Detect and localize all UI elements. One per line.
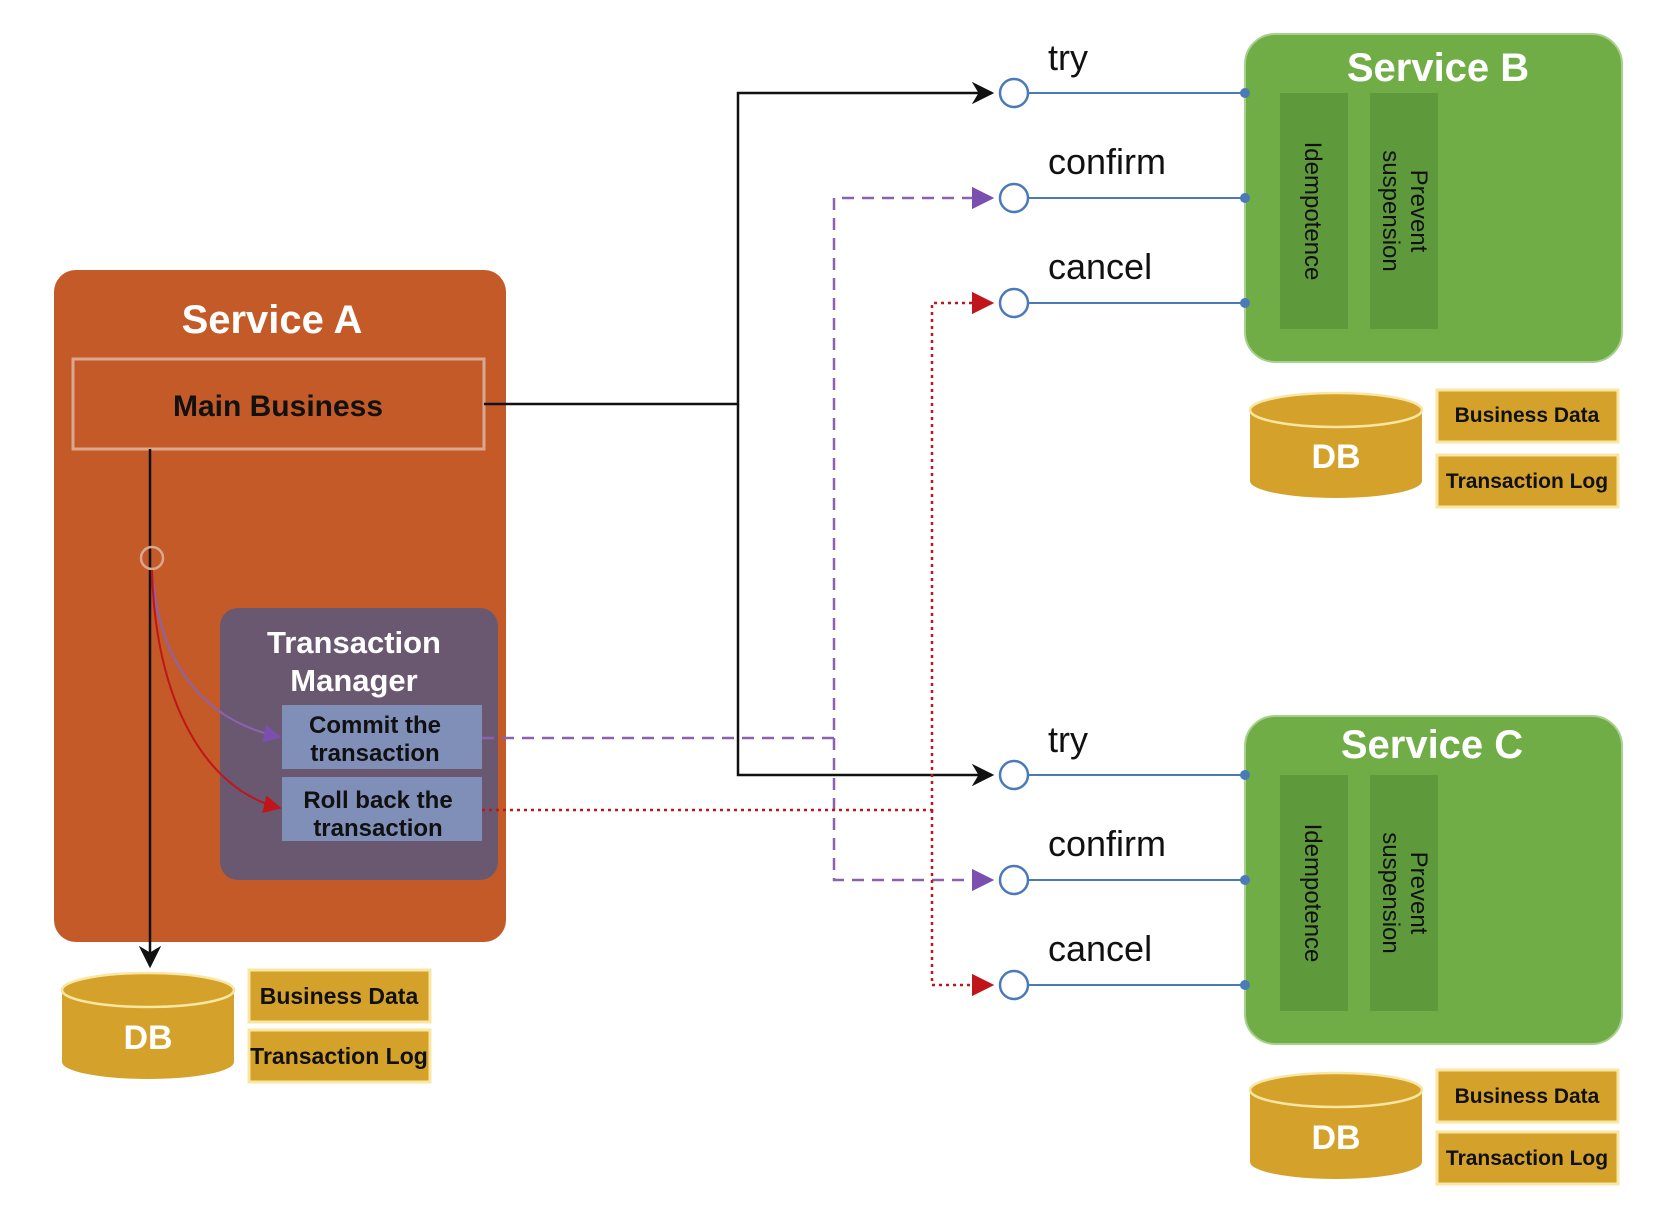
b-confirm-port — [998, 182, 1030, 214]
service-b-prevent-line1: Prevent — [1405, 170, 1432, 253]
b-try-label: try — [1048, 37, 1088, 78]
service-c: Service C Idempotence suspension Prevent — [1244, 715, 1623, 1045]
commit-line2: transaction — [310, 740, 439, 767]
service-c-prevent-line2: suspension — [1377, 832, 1404, 953]
db-c-business-data: Business Data — [1455, 1085, 1600, 1108]
db-a-business-data: Business Data — [260, 983, 419, 1009]
try-arrow-b — [484, 81, 995, 406]
b-try-port — [998, 77, 1030, 109]
rollback-curve-arrow — [151, 569, 282, 813]
db-b-business-data: Business Data — [1455, 404, 1600, 427]
rollback-transaction-box: Roll back the transaction — [282, 777, 482, 842]
confirm-arrow-b — [482, 186, 995, 740]
main-business-label: Main Business — [173, 390, 383, 423]
service-b-prevent-line2: suspension — [1377, 150, 1404, 271]
commit-transaction-box: Commit the transaction — [282, 705, 482, 769]
b-confirm-label: confirm — [1048, 141, 1166, 182]
service-b-idempotence: Idempotence — [1299, 142, 1326, 281]
b-cancel-label: cancel — [1048, 246, 1152, 287]
tm-title-line1: Transaction — [267, 625, 441, 660]
db-service-a: DB Business Data Transaction Log — [60, 968, 432, 1084]
rollback-line2: transaction — [313, 815, 442, 842]
service-a-title: Service A — [182, 298, 363, 342]
try-arrow-c — [736, 404, 995, 787]
service-a: Service A Main Business Transaction Mana… — [54, 270, 506, 969]
db-c-label: DB — [1311, 1119, 1360, 1157]
db-service-b: DB Business Data Transaction Log — [1248, 388, 1620, 509]
commit-line1: Commit the — [309, 712, 441, 739]
c-cancel-label: cancel — [1048, 928, 1152, 969]
c-cancel-port — [998, 969, 1030, 1001]
c-confirm-port — [998, 864, 1030, 896]
db-a-transaction-log: Transaction Log — [250, 1043, 428, 1069]
db-c-transaction-log: Transaction Log — [1446, 1147, 1608, 1170]
service-b-interfaces: try confirm cancel — [998, 37, 1250, 319]
c-try-port — [998, 759, 1030, 791]
service-c-idempotence: Idempotence — [1299, 824, 1326, 963]
service-b: Service B Idempotence suspension Prevent — [1244, 33, 1623, 363]
b-cancel-port — [998, 287, 1030, 319]
commit-curve-arrow — [151, 569, 282, 743]
tm-title-line2: Manager — [290, 663, 417, 698]
db-a-label: DB — [123, 1019, 172, 1057]
service-c-prevent-line1: Prevent — [1405, 852, 1432, 935]
c-confirm-label: confirm — [1048, 823, 1166, 864]
db-b-transaction-log: Transaction Log — [1446, 470, 1608, 493]
db-service-c: DB Business Data Transaction Log — [1248, 1068, 1620, 1186]
cancel-arrow-b — [482, 291, 995, 812]
db-b-label: DB — [1311, 438, 1360, 476]
cancel-arrow-c — [930, 810, 995, 997]
service-b-title: Service B — [1347, 46, 1529, 90]
service-c-interfaces: try confirm cancel — [998, 719, 1250, 1001]
transaction-manager: Transaction Manager Commit the transacti… — [220, 608, 498, 880]
branch-point — [139, 545, 165, 571]
confirm-arrow-c — [832, 738, 995, 892]
c-try-label: try — [1048, 719, 1088, 760]
service-c-title: Service C — [1341, 723, 1523, 767]
rollback-line1: Roll back the — [303, 787, 452, 814]
main-business-box: Main Business — [71, 357, 486, 451]
